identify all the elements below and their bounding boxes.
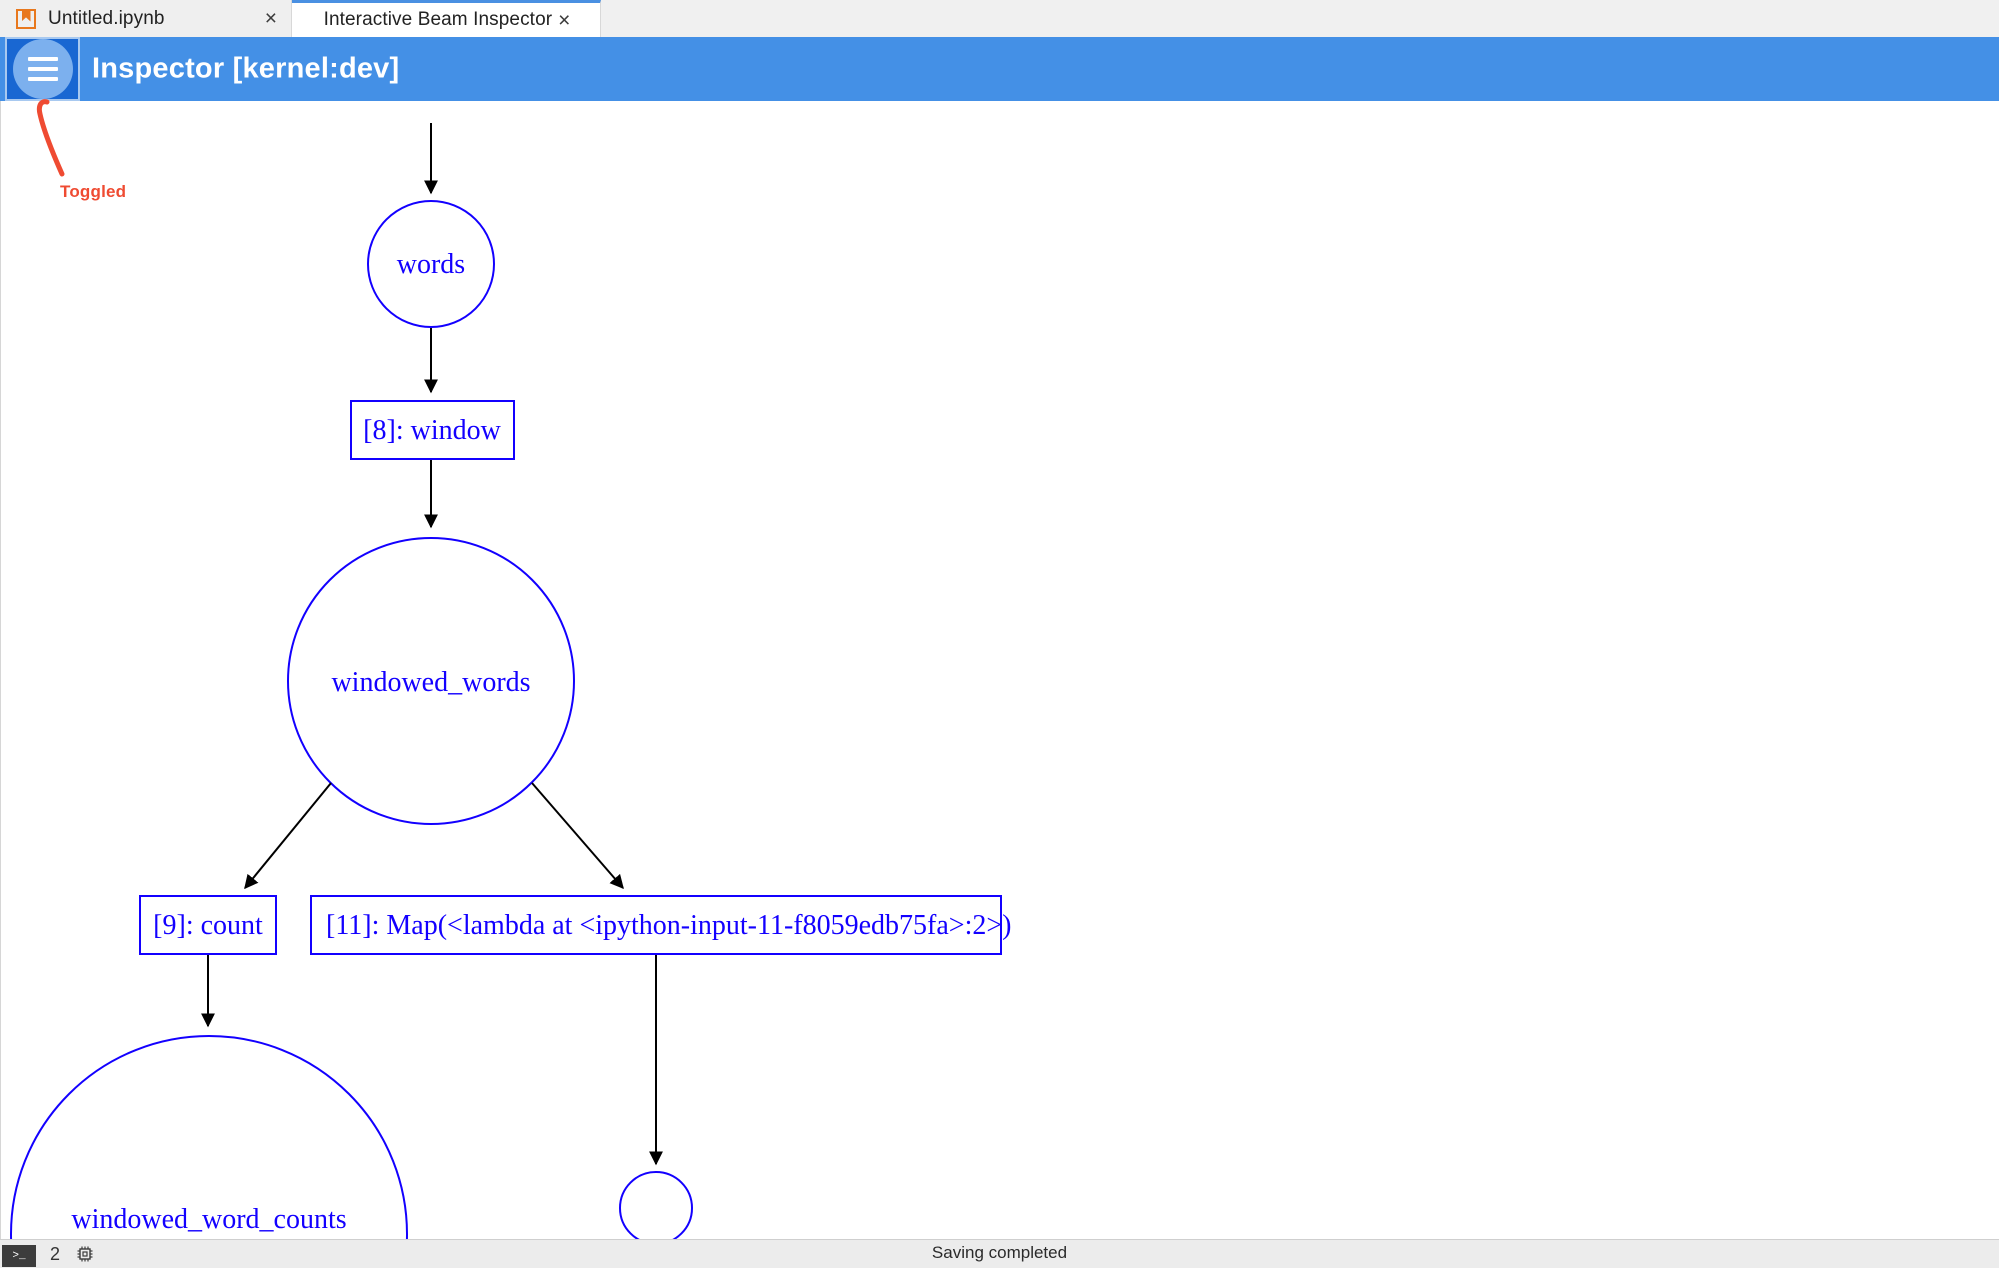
hamburger-icon: [12, 39, 73, 99]
inspector-header: Inspector [kernel:dev]: [0, 37, 1999, 101]
graph-node-count[interactable]: [9]: count: [139, 895, 277, 955]
close-icon[interactable]: ×: [558, 8, 571, 32]
graph-node-window[interactable]: [8]: window: [350, 400, 515, 460]
status-bar: >_ 2: [0, 1239, 1999, 1268]
tab-interactive-beam-inspector[interactable]: Interactive Beam Inspector ×: [292, 0, 601, 37]
edge-windowed-words-count: [244, 782, 332, 890]
node-label: [11]: Map(<lambda at <ipython-input-11-f…: [326, 910, 1011, 941]
node-label: windowed_word_counts: [71, 1204, 346, 1235]
tab-bar: Untitled.ipynb × Interactive Beam Inspec…: [0, 0, 1999, 38]
page-title: Inspector [kernel:dev]: [92, 52, 400, 85]
tab-label: Untitled.ipynb: [48, 7, 165, 29]
hamburger-menu-button[interactable]: [5, 37, 80, 101]
status-message: Saving completed: [931, 1243, 1068, 1262]
terminal-icon[interactable]: >_: [2, 1245, 36, 1267]
tab-untitled-ipynb[interactable]: Untitled.ipynb ×: [0, 0, 292, 37]
node-label: words: [397, 249, 465, 280]
graph-node-unnamed[interactable]: [619, 1171, 693, 1240]
graph-node-windowed-word-counts[interactable]: windowed_word_counts: [10, 1035, 408, 1240]
status-left-group: >_ 2: [0, 1240, 94, 1268]
graph-node-windowed-words[interactable]: windowed_words: [287, 537, 575, 825]
graph-node-words[interactable]: words: [367, 200, 495, 328]
node-label: [9]: count: [153, 910, 263, 941]
kernel-chip-icon[interactable]: [76, 1245, 94, 1263]
node-label: [8]: window: [363, 415, 501, 446]
close-icon[interactable]: ×: [264, 7, 277, 30]
edge-windowed-words-map: [531, 782, 624, 890]
notebook-icon: [16, 8, 36, 29]
graph-node-map[interactable]: [11]: Map(<lambda at <ipython-input-11-f…: [310, 895, 1011, 955]
kernel-count: 2: [50, 1243, 61, 1264]
pipeline-graph-canvas[interactable]: words [8]: window windowed_words: [0, 101, 1999, 1240]
node-label: windowed_words: [331, 667, 530, 698]
pipeline-graph: words [8]: window windowed_words: [10, 123, 1011, 1240]
tab-label: Interactive Beam Inspector: [323, 9, 553, 30]
